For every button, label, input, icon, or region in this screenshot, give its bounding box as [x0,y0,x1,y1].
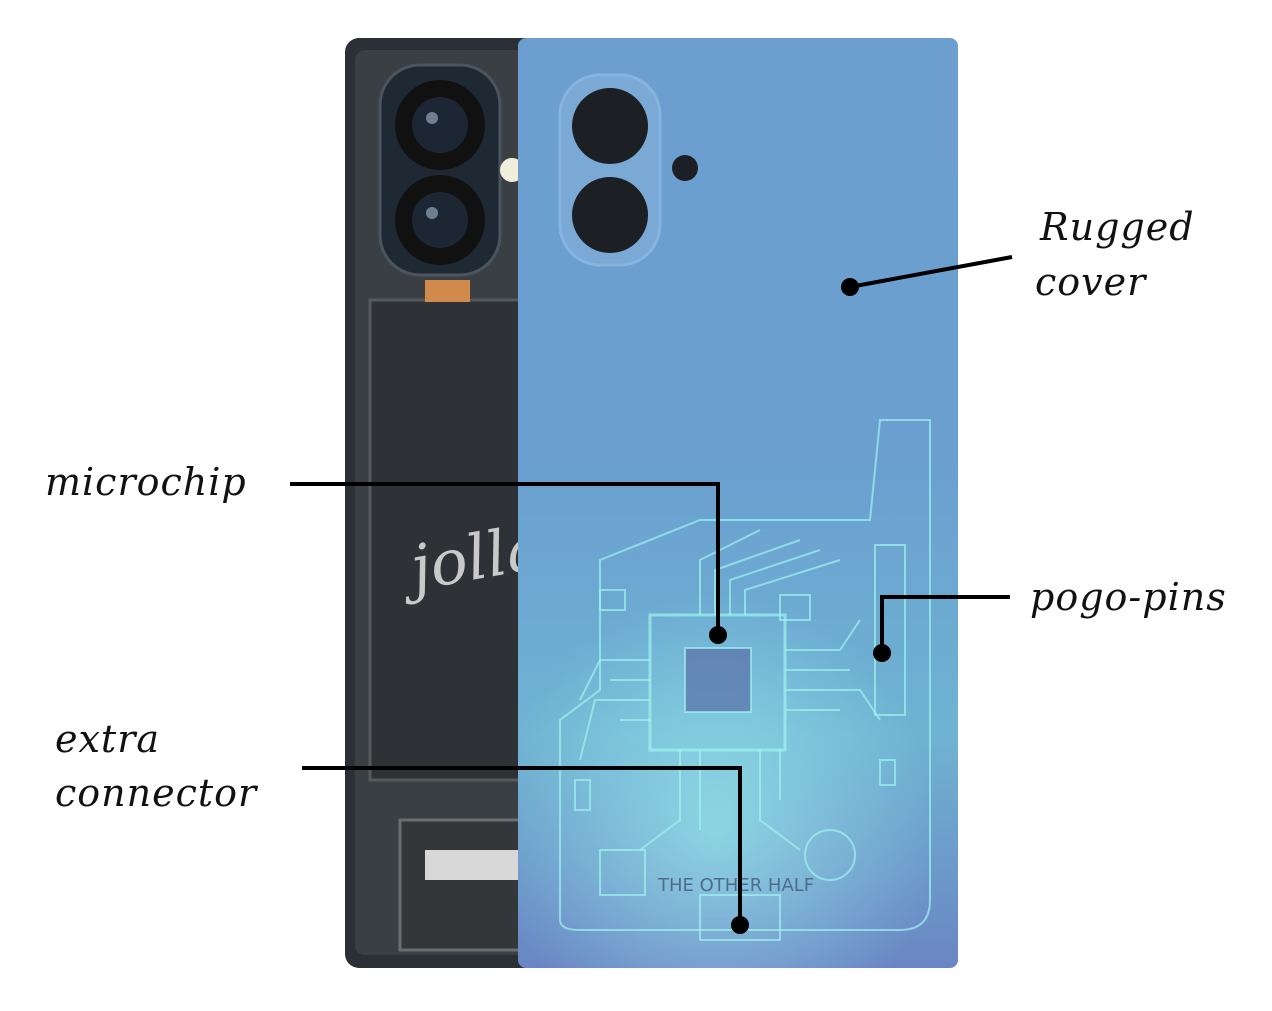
leader-microchip [290,482,720,635]
circuit-board [559,419,931,941]
leader-pogo-pins [880,595,1010,653]
pointer-dot [841,278,859,296]
label-rugged-cover-line1: Rugged [1040,205,1195,249]
leader-extra-connector [302,766,742,925]
flash-hole [672,155,698,181]
label-rugged-cover-line2: cover [1035,260,1147,304]
label-extra-connector-line1: extra [55,717,161,761]
pointer-dot [709,626,727,644]
label-pogo-pins: pogo-pins [1030,575,1227,619]
camera-hole [572,88,648,164]
cover-imprint: THE OTHER HALF [657,875,814,896]
pointer-dot [731,916,749,934]
label-extra-connector-line2: connector [55,771,258,815]
pointer-dot [873,644,891,662]
camera-lens-icon [395,175,485,265]
phone-body [345,38,545,968]
label-microchip: microchip [45,460,247,504]
leader-lines [290,255,1013,925]
leader-rugged-cover [849,255,1013,289]
camera-lens-icon [395,80,485,170]
camera-hole [572,177,648,253]
